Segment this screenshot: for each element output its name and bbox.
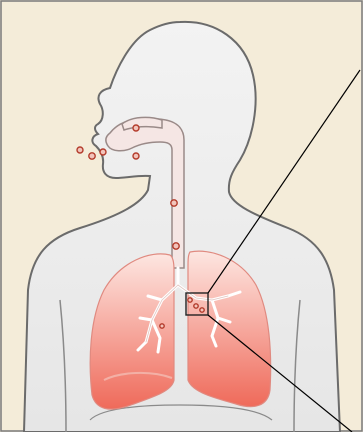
droplet-particle — [100, 149, 106, 155]
droplet-particle — [194, 304, 198, 308]
droplet-particle — [188, 298, 192, 302]
droplet-particle — [171, 200, 177, 206]
droplet-particle — [77, 147, 83, 153]
droplet-particle — [200, 308, 204, 312]
droplet-particle — [160, 324, 164, 328]
droplet-particle — [133, 153, 139, 159]
droplet-particle — [89, 153, 95, 159]
droplet-particle — [133, 125, 139, 131]
droplet-particle — [173, 243, 179, 249]
